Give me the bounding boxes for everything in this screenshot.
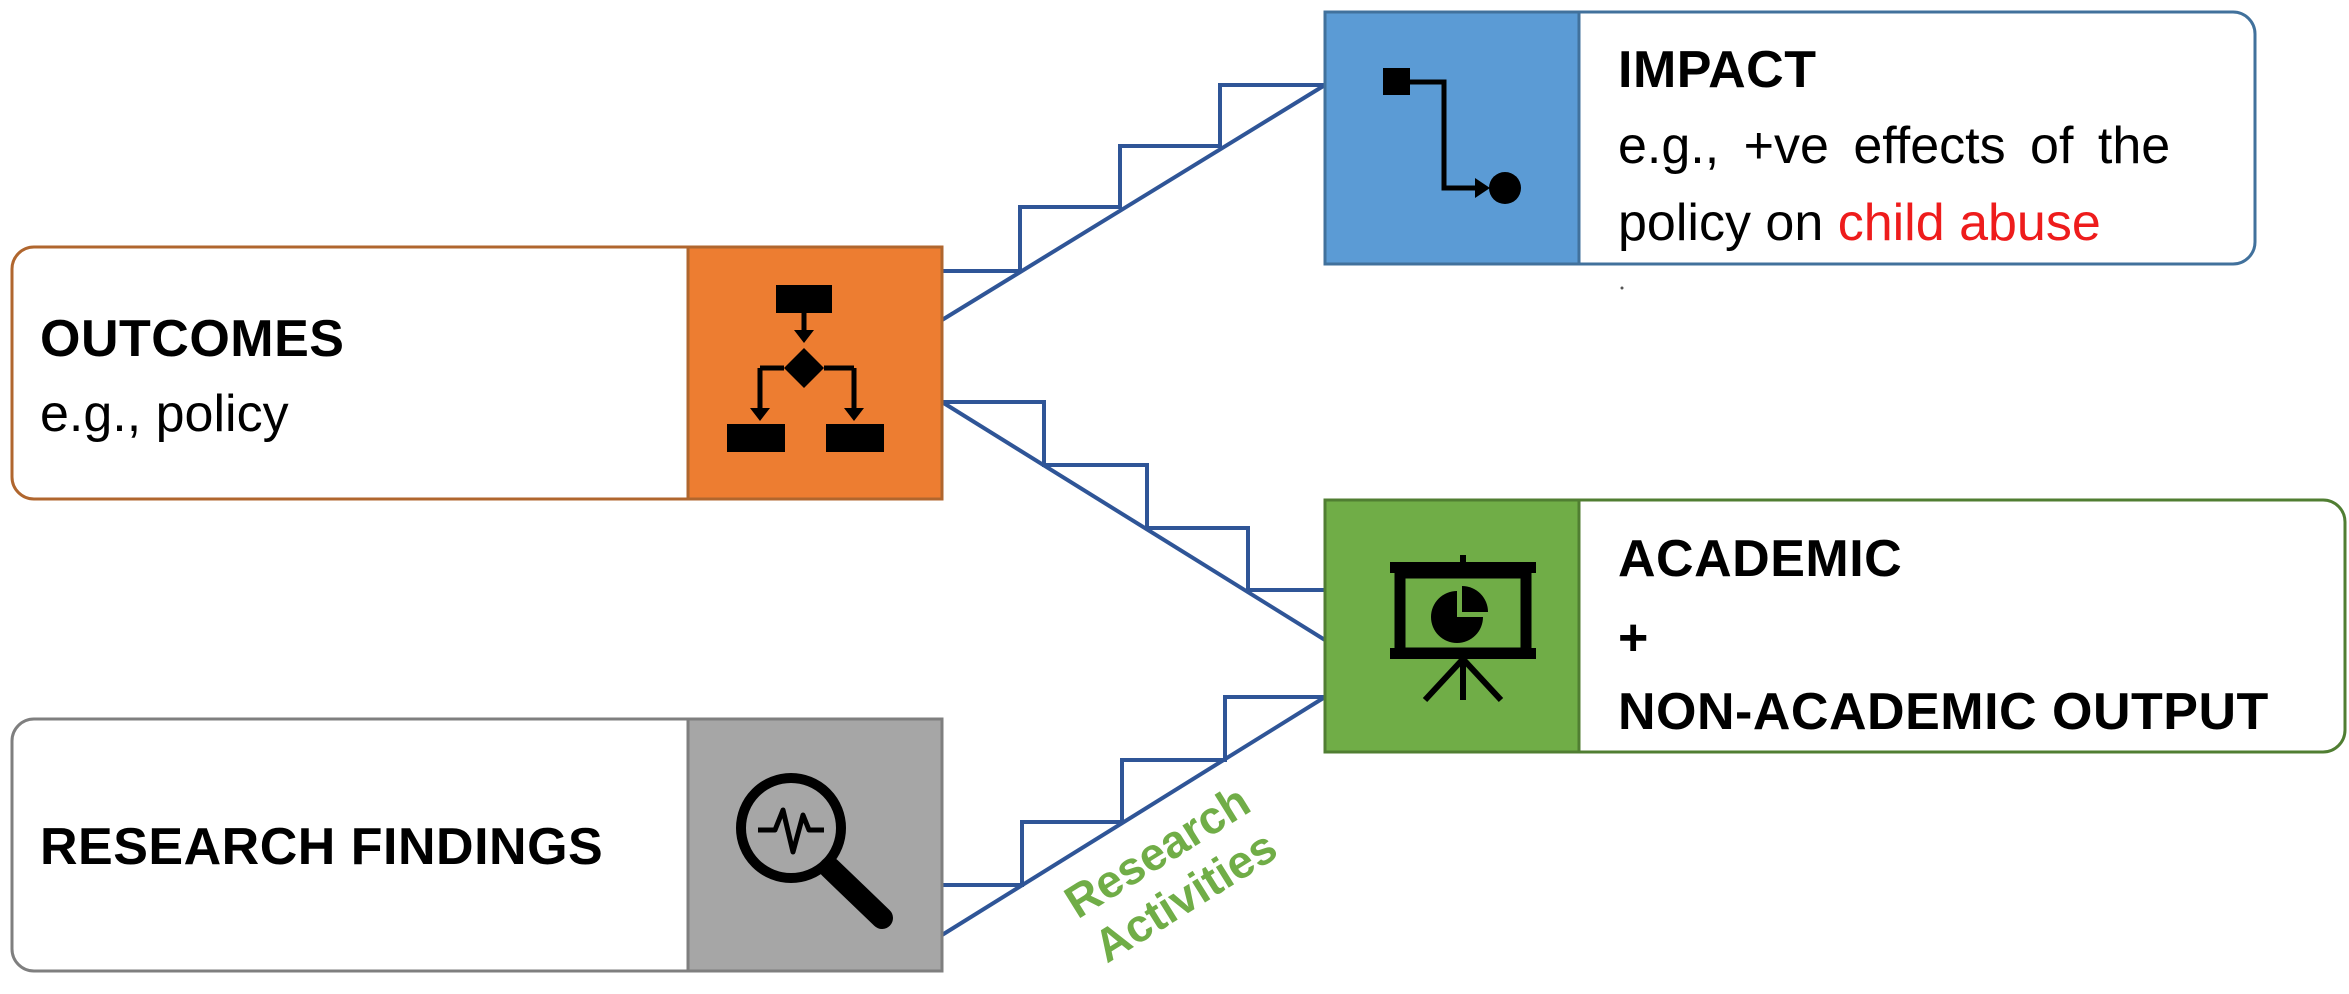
research-activities-label: Research Activities <box>1055 774 1285 972</box>
flowchart-icon <box>727 285 884 452</box>
impact-line2: policy on child abuse <box>1618 197 2101 249</box>
impact-highlight-child-abuse: child abuse <box>1837 194 2101 252</box>
presentation-chart-icon <box>1390 555 1536 703</box>
stray-dot <box>1620 286 1624 290</box>
staircase-outcomes-to-impact <box>940 83 1327 322</box>
staircase-outcomes-to-academic <box>940 400 1327 642</box>
academic-title-line2: + <box>1618 609 1649 667</box>
impact-line1: e.g., +ve effects of the <box>1618 117 2171 175</box>
findings-box <box>10 717 944 973</box>
academic-title-line3: NON-ACADEMIC OUTPUT <box>1618 683 2269 741</box>
academic-box <box>1323 498 2347 754</box>
academic-title-line1: ACADEMIC <box>1618 530 1903 588</box>
pathway-icon <box>1383 68 1521 204</box>
impact-title: IMPACT <box>1618 41 1817 99</box>
outcomes-title: OUTCOMES <box>40 310 345 368</box>
staircase-findings-to-academic <box>940 695 1327 937</box>
outcomes-text: e.g., policy <box>40 385 289 443</box>
findings-title: RESEARCH FINDINGS <box>40 818 604 876</box>
impact-box <box>1323 10 2257 266</box>
impact-line2-prefix: policy on <box>1618 194 1838 252</box>
magnifier-pulse-icon <box>736 773 893 929</box>
